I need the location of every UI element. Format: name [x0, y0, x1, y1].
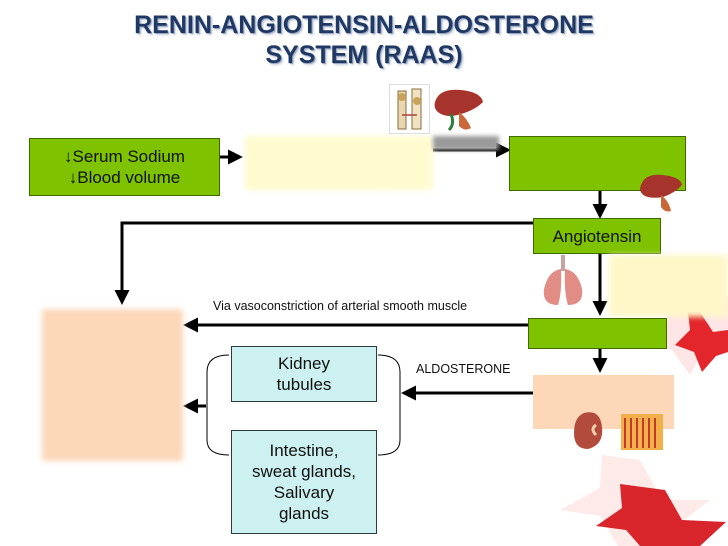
kidney-icon	[566, 407, 618, 453]
kidney-tubules-line-2: tubules	[276, 375, 332, 394]
intestine-glands-box: Intestine, sweat glands, Salivary glands	[231, 430, 377, 534]
aldosterone-label: ALDOSTERONE	[416, 362, 511, 376]
kidney-anatomy-icon	[389, 84, 430, 134]
liver-icon-small	[637, 169, 686, 219]
effect-box	[42, 309, 183, 461]
intestine-line-4: glands	[278, 504, 330, 523]
trigger-line-2: ↓Blood volume	[68, 168, 181, 187]
trigger-box: ↓Serum Sodium ↓Blood volume	[29, 138, 220, 196]
intestine-line-2: sweat glands,	[252, 462, 356, 481]
title-line-2: SYSTEM (RAAS)	[265, 41, 463, 69]
kidney-tubules-line-1: Kidney	[278, 354, 330, 373]
title-line-1: RENIN-ANGIOTENSIN-ALDOSTERONE	[134, 11, 594, 39]
vasoconstriction-label: Via vasoconstriction of arterial smooth …	[213, 299, 468, 313]
angiotensin-box: Angiotensin	[533, 218, 661, 254]
intestine-line-3: Salivary	[273, 483, 335, 502]
obscured-band	[433, 136, 499, 150]
trigger-line-1: ↓Serum Sodium	[64, 147, 185, 166]
kidney-tubules-box: Kidney tubules	[231, 346, 377, 402]
adrenal-tissue-icon	[617, 408, 667, 456]
liver-icon	[431, 84, 487, 134]
ace-box	[609, 255, 728, 317]
intestine-line-1: Intestine,	[269, 441, 339, 460]
lungs-icon	[540, 253, 586, 309]
angiotensin-ii-box	[528, 318, 667, 349]
page-title: RENIN-ANGIOTENSIN-ALDOSTERONE SYSTEM (RA…	[0, 10, 728, 70]
angiotensin-label: Angiotensin	[552, 226, 642, 246]
renin-box	[245, 136, 433, 190]
